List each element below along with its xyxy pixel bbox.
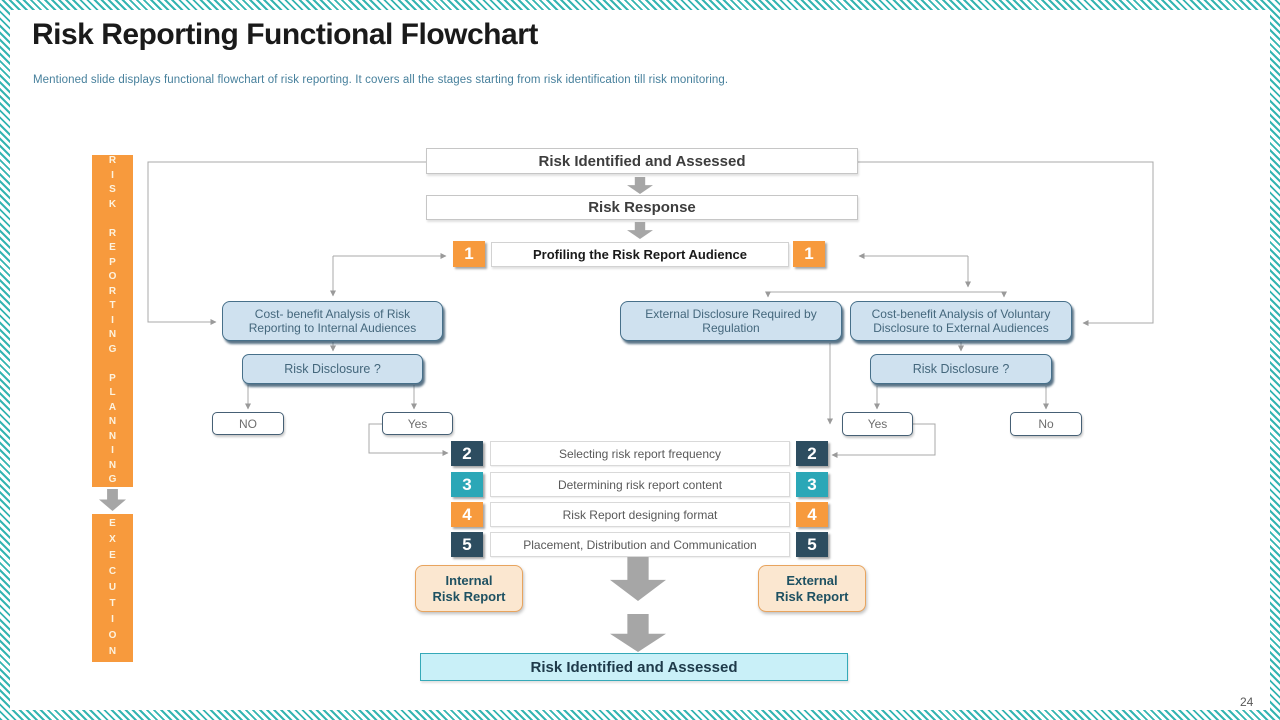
step-badge-5-right: 5 <box>796 532 828 557</box>
node-risk-disclosure-right: Risk Disclosure ? <box>870 354 1052 384</box>
node-risk-disclosure-left: Risk Disclosure ? <box>242 354 423 384</box>
step-badge-3-left: 3 <box>451 472 483 497</box>
node-step-frequency: Selecting risk report frequency <box>490 441 790 466</box>
page-number: 24 <box>1240 695 1254 709</box>
step-badge-3-right: 3 <box>796 472 828 497</box>
step-badge-2-left: 2 <box>451 441 483 466</box>
node-step-content: Determining risk report content <box>490 472 790 497</box>
page-subtitle: Mentioned slide displays functional flow… <box>33 74 729 86</box>
step-badge-4-right: 4 <box>796 502 828 527</box>
node-risk-identified-bottom: Risk Identified and Assessed <box>420 653 848 681</box>
step-badge-1-right: 1 <box>793 241 825 267</box>
node-external-risk-report: External Risk Report <box>758 565 866 612</box>
slide-canvas: Risk Reporting Functional Flowchart Ment… <box>10 10 1270 710</box>
node-step-placement: Placement, Distribution and Communicatio… <box>490 532 790 557</box>
node-cost-benefit-internal: Cost- benefit Analysis of Risk Reporting… <box>222 301 443 341</box>
node-cost-benefit-voluntary: Cost-benefit Analysis of Voluntary Discl… <box>850 301 1072 341</box>
phase-bar-execution: E X E C U T I O N <box>92 514 133 662</box>
node-yes-left: Yes <box>382 412 453 435</box>
node-risk-identified-top: Risk Identified and Assessed <box>426 148 858 174</box>
node-yes-right: Yes <box>842 412 913 436</box>
step-badge-1-left: 1 <box>453 241 485 267</box>
flow-arrow-icon <box>627 222 653 239</box>
flow-arrow-big-icon <box>610 557 666 601</box>
node-risk-response: Risk Response <box>426 195 858 220</box>
node-step-format: Risk Report designing format <box>490 502 790 527</box>
step-badge-5-left: 5 <box>451 532 483 557</box>
node-internal-risk-report: Internal Risk Report <box>415 565 523 612</box>
flow-arrow-big-icon <box>610 614 666 652</box>
node-external-disclosure-regulation: External Disclosure Required by Regulati… <box>620 301 842 341</box>
phase-bar-risk-reporting-planning: R I S K R E P O R T I N G P L A N N I N … <box>92 155 133 487</box>
flow-connectors <box>10 10 1270 458</box>
node-no-left: NO <box>212 412 284 435</box>
page-title: Risk Reporting Functional Flowchart <box>32 18 538 51</box>
node-no-right: No <box>1010 412 1082 436</box>
flow-arrow-icon <box>627 177 653 194</box>
phase-arrow-icon <box>99 489 126 511</box>
node-profiling-audience: Profiling the Risk Report Audience <box>491 242 789 267</box>
step-badge-2-right: 2 <box>796 441 828 466</box>
step-badge-4-left: 4 <box>451 502 483 527</box>
